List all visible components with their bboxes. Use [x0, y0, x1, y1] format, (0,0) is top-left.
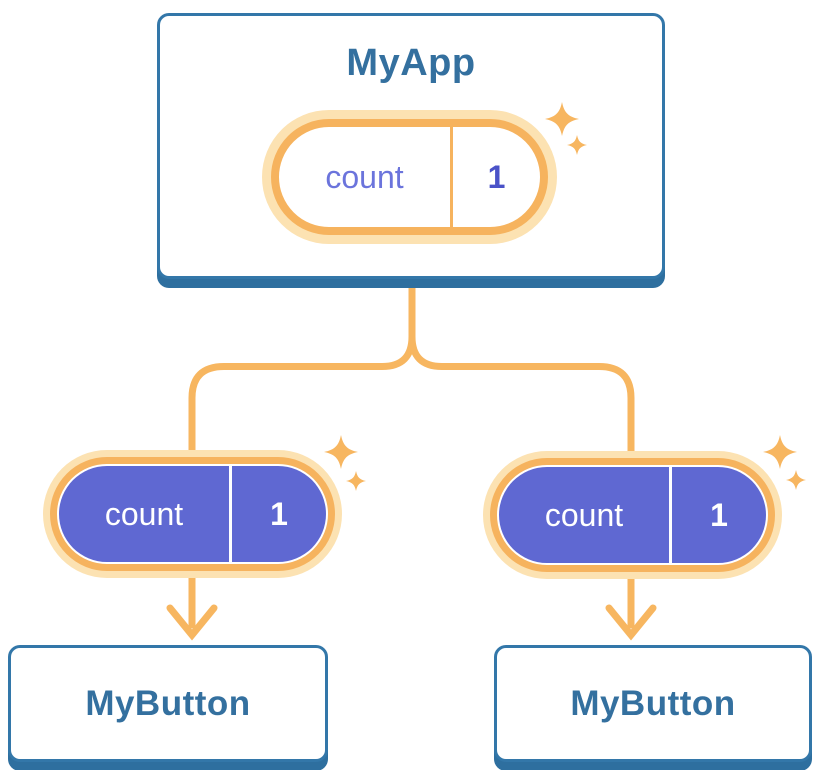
state-label: count — [59, 466, 232, 562]
child-state-pill-left: count 1 — [43, 450, 342, 578]
app-state-pill: count 1 — [262, 110, 557, 244]
app-state-pill-ring: count 1 — [271, 119, 548, 235]
arrow-left-head-icon — [166, 604, 218, 641]
fork-connector-right — [408, 279, 635, 474]
button-component-title: MyButton — [570, 683, 736, 723]
state-value: 1 — [710, 496, 728, 533]
state-value: 1 — [270, 495, 288, 532]
sparkle-icon — [786, 470, 806, 490]
child-state-pill-body: count 1 — [59, 466, 326, 562]
state-label: count — [279, 127, 453, 227]
state-label: count — [499, 467, 672, 563]
child-state-pill-body: count 1 — [499, 467, 766, 563]
child-state-pill-ring: count 1 — [490, 458, 775, 572]
sparkle-icon — [346, 471, 366, 491]
arrow-right-head-icon — [605, 604, 657, 641]
sparkle-icon — [763, 435, 797, 469]
button-component-card-left: MyButton — [8, 645, 328, 762]
button-component-title: MyButton — [85, 683, 251, 723]
child-state-pill-ring: count 1 — [50, 457, 335, 571]
state-value: 1 — [487, 158, 506, 195]
app-component-card: MyApp count 1 — [157, 13, 665, 279]
child-state-pill-right: count 1 — [483, 451, 782, 579]
button-component-card-right: MyButton — [494, 645, 812, 762]
sparkle-icon — [324, 435, 358, 469]
fork-connector-left — [188, 279, 416, 474]
app-component-title: MyApp — [346, 42, 476, 84]
